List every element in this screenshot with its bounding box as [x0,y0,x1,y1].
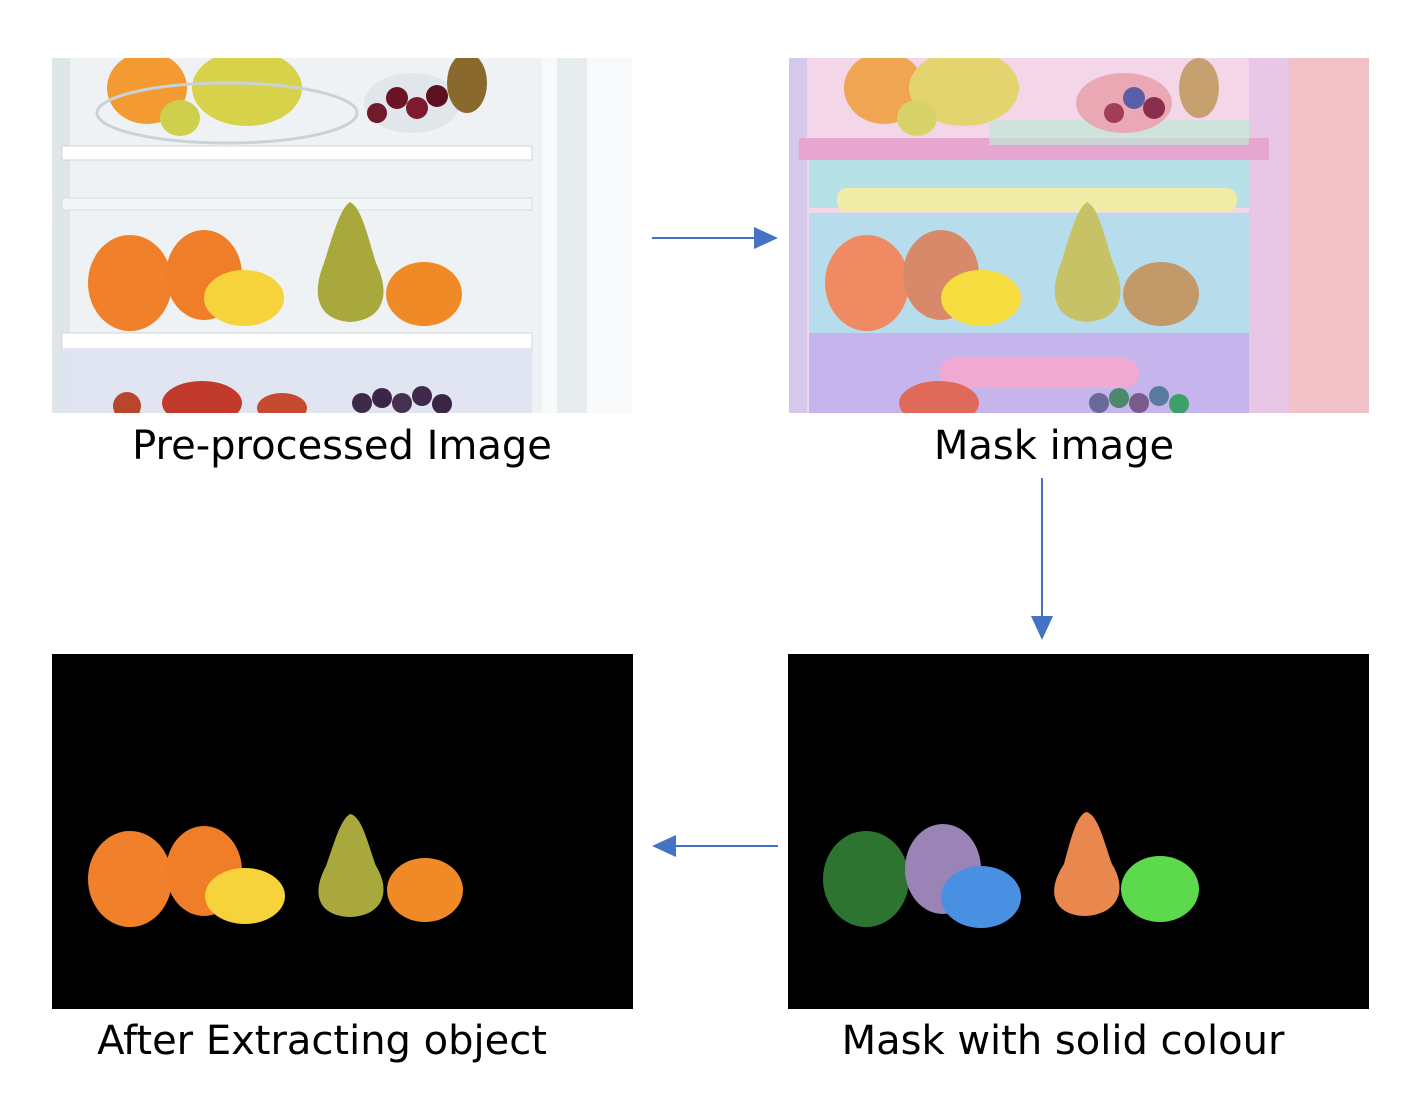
preprocessed-caption: Pre-processed Image [132,423,552,469]
preprocessed-fridge-photo [52,58,632,413]
mask-caption: Mask image [933,423,1175,469]
extracted-fruits [52,654,633,1009]
mask-image [789,58,1369,413]
extracted-orange-1 [88,831,172,927]
mask-overlay-photo [789,58,1369,413]
solid-mask-tangerine [1121,856,1199,922]
solid-mask-shapes [788,654,1369,1009]
solid-mask-image [788,654,1369,1009]
extracted-tangerine [387,858,463,922]
solid-mask-pear [1054,812,1120,916]
arrow-left [652,835,778,857]
solid-mask-orange-1 [823,831,909,927]
extracted-caption: After Extracting object [97,1018,547,1064]
extracted-image [52,654,633,1009]
extracted-lemon [205,868,285,924]
solid-mask-caption: Mask with solid colour [841,1018,1285,1064]
extracted-pear [318,814,384,917]
arrow-down [1031,478,1053,640]
arrow-right [652,227,778,249]
preprocessed-image [52,58,632,413]
solid-mask-lemon [941,866,1021,928]
